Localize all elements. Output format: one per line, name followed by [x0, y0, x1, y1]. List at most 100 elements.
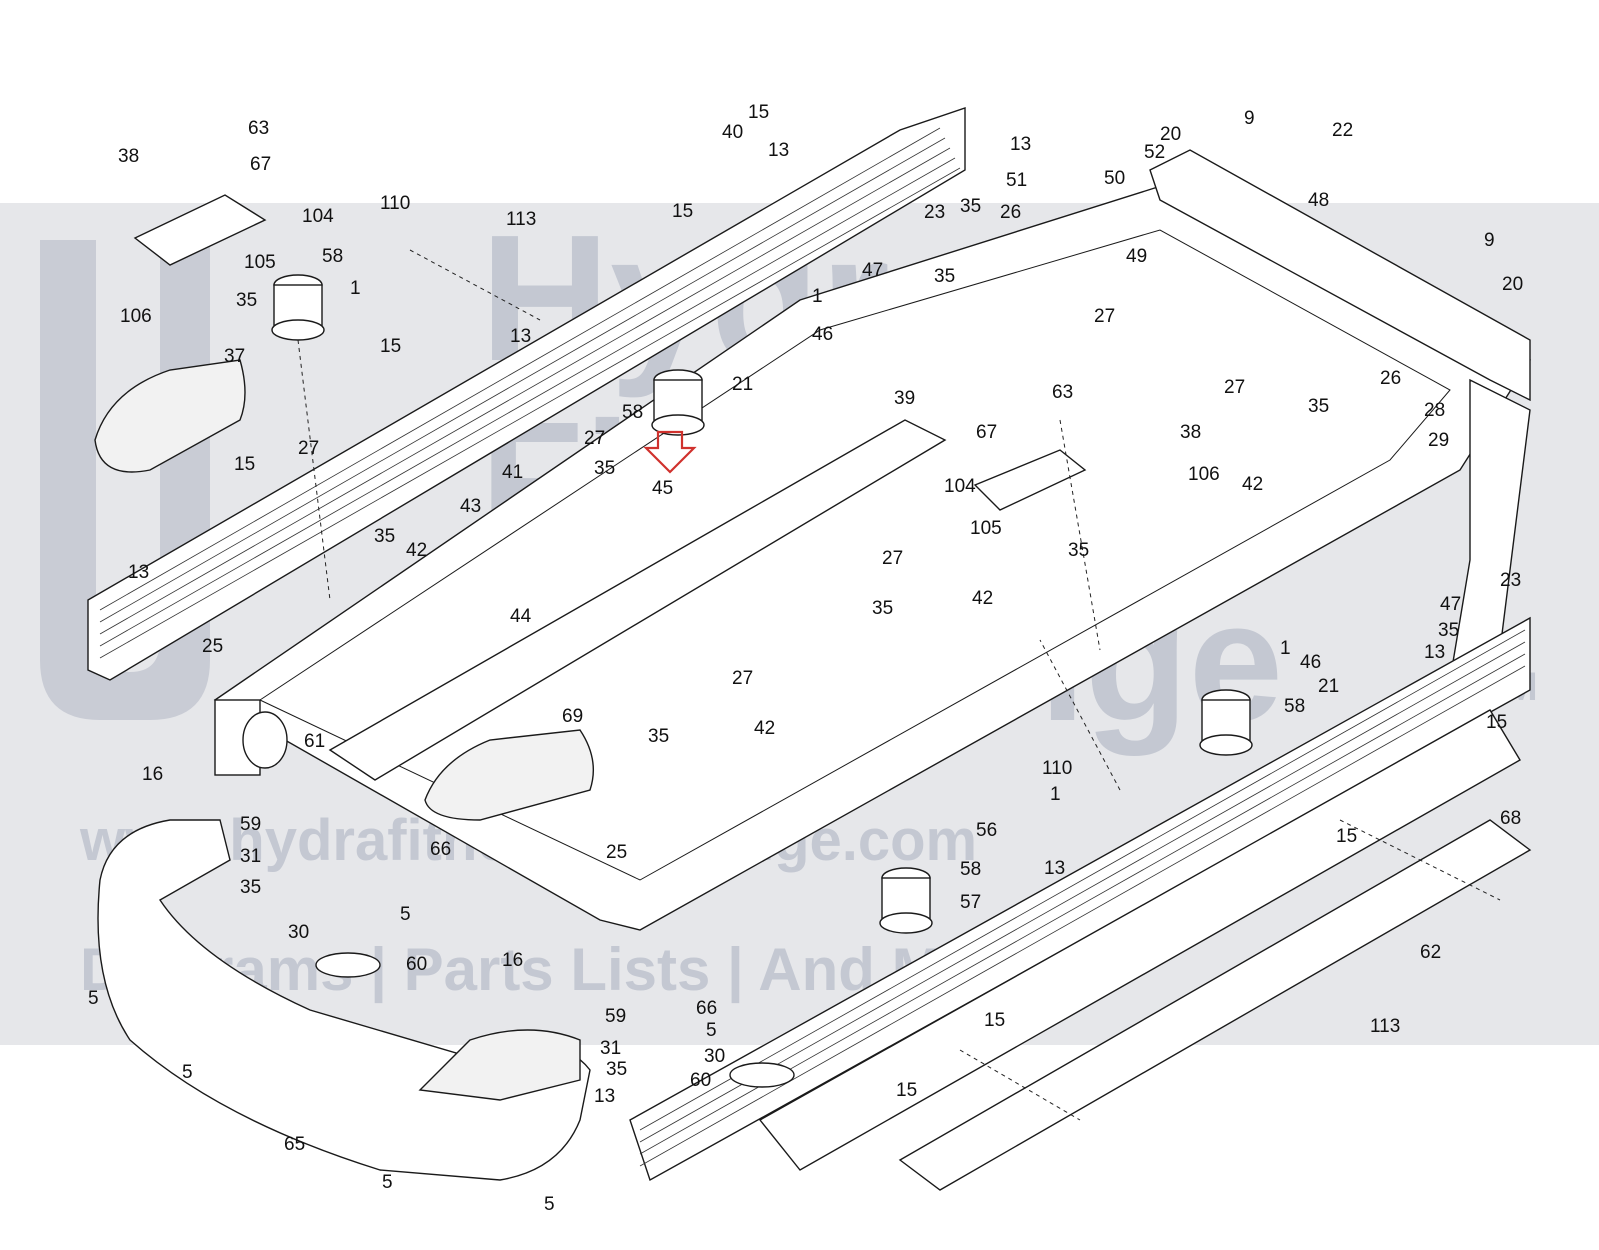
- isolator-58-left: [271, 274, 325, 341]
- callout-label-35-a: 35: [236, 290, 257, 311]
- callout-label-15-e: 15: [984, 1010, 1005, 1031]
- callout-label-13-top: 13: [768, 140, 789, 161]
- deck-strip-62: [898, 819, 1532, 1191]
- left-side-rail: [87, 107, 966, 681]
- frame-inner-deck: [258, 229, 1451, 881]
- callout-label-113-b: 113: [1370, 1016, 1400, 1037]
- callout-label-35-g: 35: [872, 598, 893, 619]
- callout-label-15-a: 15: [672, 201, 693, 222]
- callout-label-5-c: 5: [182, 1062, 193, 1083]
- callout-label-35-d: 35: [240, 877, 261, 898]
- leveling-foot-60-left: [315, 952, 381, 978]
- bracket-plate-104-right: [973, 449, 1087, 511]
- callout-label-22: 22: [1332, 120, 1353, 141]
- callout-label-31-b: 31: [600, 1038, 621, 1059]
- callout-label-20-b: 20: [1502, 274, 1523, 295]
- callout-label-25-b: 25: [606, 842, 627, 863]
- callout-label-35-i: 35: [960, 196, 981, 217]
- callout-label-46-a: 46: [812, 324, 833, 345]
- isolator-58-right: [1199, 689, 1253, 756]
- right-side-rail: [629, 616, 1531, 1182]
- callout-label-28: 28: [1424, 400, 1445, 421]
- callout-label-25-a: 25: [202, 636, 223, 657]
- callout-label-30-a: 30: [288, 922, 309, 943]
- callout-label-35-k: 35: [1308, 396, 1329, 417]
- callout-label-67-left: 67: [250, 154, 271, 175]
- callout-label-15-c: 15: [234, 454, 255, 475]
- callout-label-58-c: 58: [1284, 696, 1305, 717]
- callout-label-39: 39: [894, 388, 915, 409]
- callout-label-1-left: 1: [350, 278, 361, 299]
- rear-endcap-block: [418, 1029, 581, 1101]
- callout-label-44: 44: [510, 606, 532, 627]
- callout-label-15-top: 15: [748, 102, 769, 123]
- callout-label-5-a: 5: [400, 904, 411, 925]
- callout-label-51: 51: [1006, 170, 1027, 191]
- callout-label-46-b: 46: [1300, 652, 1321, 673]
- callout-label-106-left: 106: [120, 306, 152, 327]
- callout-label-38-left: 38: [118, 146, 139, 167]
- callout-label-42-c: 42: [972, 588, 993, 609]
- callout-label-60-b: 60: [690, 1070, 711, 1091]
- deck-plate-39: [328, 419, 947, 781]
- callout-label-27-a: 27: [298, 438, 319, 459]
- leveling-foot-60-right: [729, 1062, 795, 1088]
- callout-label-9-b: 9: [1484, 230, 1495, 251]
- callout-label-13-e: 13: [1010, 134, 1031, 155]
- callout-label-13-d: 13: [1044, 858, 1065, 879]
- callout-label-42-b: 42: [754, 718, 775, 739]
- callout-label-35-j: 35: [934, 266, 955, 287]
- callout-label-113-top: 113: [506, 209, 536, 230]
- callout-label-26-a: 26: [1000, 202, 1021, 223]
- indicator-arrow: [643, 430, 697, 474]
- callout-label-48: 48: [1308, 190, 1329, 211]
- callout-label-27-d: 27: [882, 548, 903, 569]
- callout-label-16-a: 16: [142, 764, 163, 785]
- callout-label-60-a: 60: [406, 954, 427, 975]
- callout-label-37: 37: [224, 346, 245, 367]
- rear-roller-end: [242, 711, 288, 769]
- left-rail-ribs: [99, 127, 961, 659]
- callout-label-23-a: 23: [924, 202, 945, 223]
- callout-label-62: 62: [1420, 942, 1441, 963]
- callout-label-58-mid: 58: [622, 402, 643, 423]
- rear-endcap-65: [97, 819, 591, 1181]
- callout-label-13-a: 13: [510, 326, 531, 347]
- callout-label-35-l: 35: [1438, 620, 1459, 641]
- isolator-58-bottom: [879, 867, 933, 934]
- callout-label-105-left: 105: [244, 252, 276, 273]
- callout-label-104-b: 104: [944, 476, 976, 497]
- callout-label-63-left: 63: [248, 118, 269, 139]
- callout-label-110-top: 110: [380, 193, 410, 214]
- callout-label-5-e: 5: [544, 1194, 555, 1215]
- callout-label-59-b: 59: [605, 1006, 626, 1027]
- motor-hood-69: [424, 729, 595, 821]
- callout-label-66-b: 66: [696, 998, 717, 1019]
- callout-label-47-a: 47: [862, 260, 883, 281]
- callout-label-35-b: 35: [594, 458, 615, 479]
- right-rail-cover-68: [758, 709, 1521, 1171]
- callout-label-110-b: 110: [1042, 758, 1072, 779]
- callout-label-31-a: 31: [240, 846, 261, 867]
- callout-label-15-f: 15: [1486, 712, 1507, 733]
- callout-label-1-b: 1: [1050, 784, 1061, 805]
- callout-label-41: 41: [502, 462, 523, 483]
- callout-label-35-c: 35: [374, 526, 395, 547]
- callout-label-35-h: 35: [1068, 540, 1089, 561]
- callout-label-69: 69: [562, 706, 583, 727]
- callout-label-23-b: 23: [1500, 570, 1521, 591]
- callout-label-63-b: 63: [1052, 382, 1073, 403]
- callout-label-1-d: 1: [1280, 638, 1291, 659]
- front-hood-37: [94, 359, 246, 473]
- callout-label-52: 52: [1144, 142, 1165, 163]
- callout-label-50: 50: [1104, 168, 1125, 189]
- callout-label-30-b: 30: [704, 1046, 725, 1067]
- callout-label-5-f: 5: [706, 1020, 717, 1041]
- callout-label-45: 45: [652, 478, 673, 499]
- callout-label-67-b: 67: [976, 422, 997, 443]
- callout-label-58-b: 58: [960, 859, 981, 880]
- bracket-plate-104-left: [133, 194, 267, 266]
